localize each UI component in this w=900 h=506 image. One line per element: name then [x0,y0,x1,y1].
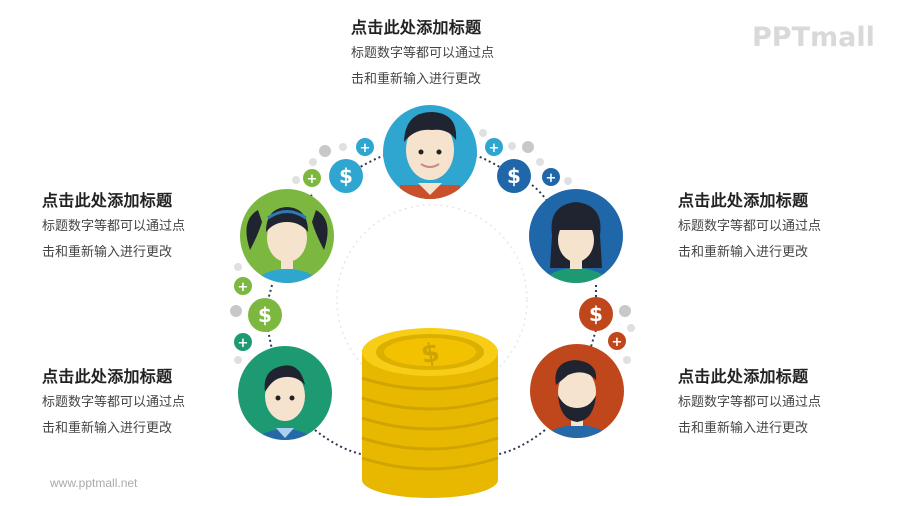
node-desc-line-2[interactable]: 击和重新输入进行更改 [42,421,173,436]
node-title[interactable]: 点击此处添加标题 [678,367,809,386]
dollar-badge-top-left: $ [329,159,363,193]
inner-dotted-ring [336,204,528,396]
node-title[interactable]: 点击此处添加标题 [42,191,173,210]
avatar-woman-right-upper [529,189,623,283]
node-desc-line-1[interactable]: 标题数字等都可以通过点 [42,219,186,234]
plus-badge: + [303,169,321,187]
svg-text:+: + [307,172,318,187]
node-title[interactable]: 点击此处添加标题 [42,367,173,386]
node-desc-line-2[interactable]: 击和重新输入进行更改 [678,245,809,260]
node-title[interactable]: 点击此处添加标题 [678,191,809,210]
svg-text:$: $ [507,164,521,188]
svg-text:+: + [489,141,500,156]
pptmall-logo: PPTmall [752,22,875,53]
node-desc-line-1[interactable]: 标题数字等都可以通过点 [678,395,822,410]
node-desc-line-2[interactable]: 击和重新输入进行更改 [351,72,482,87]
svg-text:+: + [612,335,623,350]
plus-badge: + [608,332,626,350]
avatar-man-beard [530,344,624,438]
svg-text:+: + [238,336,249,351]
plus-badge: + [234,277,252,295]
coin-stack-icon: $ [361,328,499,498]
svg-text:$: $ [258,303,272,327]
text-block-left-upper: 点击此处添加标题 标题数字等都可以通过点 击和重新输入进行更改 [42,191,242,262]
node-desc-line-1[interactable]: 标题数字等都可以通过点 [351,46,495,61]
plus-badge: + [485,138,503,156]
svg-text:+: + [546,171,557,186]
text-block-right-lower: 点击此处添加标题 标题数字等都可以通过点 击和重新输入进行更改 [678,367,878,438]
svg-text:$: $ [419,338,442,371]
text-block-left-lower: 点击此处添加标题 标题数字等都可以通过点 击和重新输入进行更改 [42,367,242,438]
node-desc-line-2[interactable]: 击和重新输入进行更改 [678,421,809,436]
text-block-right-upper: 点击此处添加标题 标题数字等都可以通过点 击和重新输入进行更改 [678,191,878,262]
connector-arc [267,154,597,456]
node-desc-line-2[interactable]: 击和重新输入进行更改 [42,245,173,260]
plus-badge: + [234,333,252,351]
watermark-url: www.pptmall.net [50,476,138,490]
node-title[interactable]: 点击此处添加标题 [351,18,482,37]
svg-text:$: $ [339,164,353,188]
avatar-top-boy [383,105,477,199]
avatar-girl-pigtails [240,189,334,283]
plus-badge: + [356,138,374,156]
svg-text:+: + [360,141,371,156]
plus-badge: + [542,168,560,186]
svg-text:+: + [238,280,249,295]
dollar-badge-top-right: $ [497,159,531,193]
svg-text:$: $ [589,302,603,326]
node-desc-line-1[interactable]: 标题数字等都可以通过点 [42,395,186,410]
decor-dots [230,129,635,364]
dollar-badge-right: $ [579,297,613,331]
dollar-badge-left: $ [248,298,282,332]
node-desc-line-1[interactable]: 标题数字等都可以通过点 [678,219,822,234]
text-block-top: 点击此处添加标题 标题数字等都可以通过点 击和重新输入进行更改 [351,18,551,89]
avatar-man-left-lower [238,346,332,440]
